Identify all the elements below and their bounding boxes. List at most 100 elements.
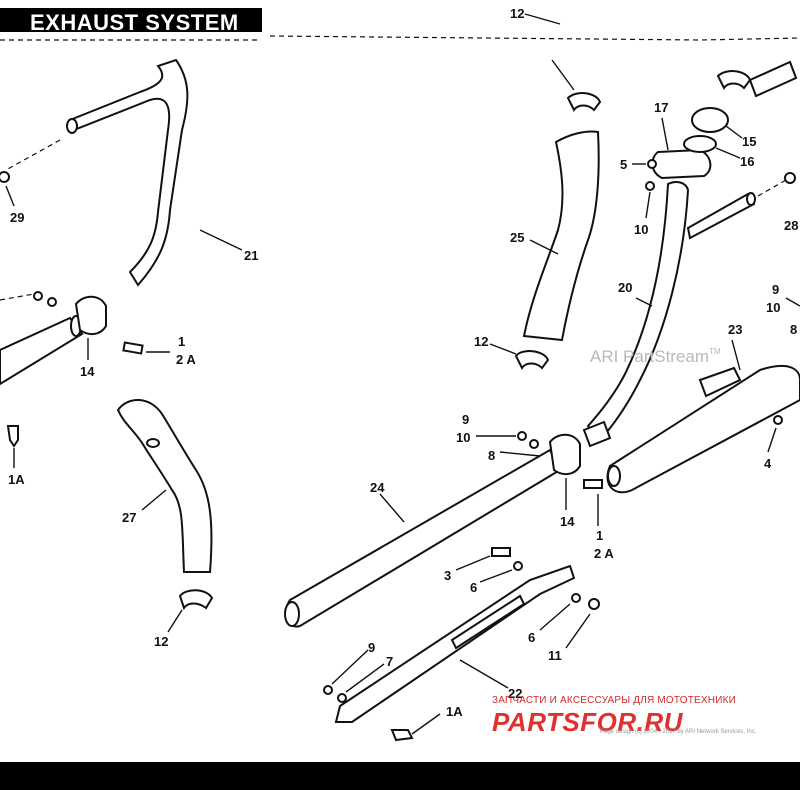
- callout-16: 16: [740, 154, 754, 169]
- part-21-header-pipe[interactable]: [68, 58, 189, 287]
- part-upper-right-clamp[interactable]: [716, 70, 752, 90]
- callout-leader-25: [529, 239, 559, 255]
- part-12-clamp-upper[interactable]: [566, 92, 602, 112]
- part-25-front-pipe[interactable]: [522, 130, 600, 342]
- callout-leader-23: [731, 339, 741, 371]
- callout-6-bottom: 6: [528, 630, 535, 645]
- callout-25: 25: [510, 230, 524, 245]
- part-20-crossbar-end: [746, 192, 756, 206]
- part-1-bolt-mid[interactable]: [583, 479, 603, 489]
- part-1-bolt-left[interactable]: [122, 341, 144, 355]
- watermark: ARI PartStreamTM: [590, 347, 721, 367]
- callout-leader-15: [725, 125, 743, 139]
- part-22-slot: [450, 594, 526, 650]
- callout-leader-10-mid: [645, 191, 651, 219]
- part-11-nut[interactable]: [588, 598, 600, 610]
- callout-6-top: 6: [470, 580, 477, 595]
- part-6-washer-top[interactable]: [513, 561, 523, 571]
- part-14-clamp-mid[interactable]: [548, 433, 581, 476]
- part-10-washer-mid2[interactable]: [529, 439, 539, 449]
- part-16-retainer[interactable]: [683, 135, 717, 153]
- callout-leader-11: [565, 613, 591, 649]
- callout-leader-16: [715, 147, 741, 159]
- part-23-bracket[interactable]: [698, 366, 742, 398]
- callout-15: 15: [742, 134, 756, 149]
- part-24-muffler-outlet: [284, 601, 300, 627]
- callout-12-bottomleft: 12: [154, 634, 168, 649]
- callout-21: 21: [244, 248, 258, 263]
- part-20-rear-header[interactable]: [586, 181, 690, 442]
- part-20-crossbar[interactable]: [686, 192, 756, 240]
- part-5-nut[interactable]: [647, 159, 657, 169]
- callout-2a-left: 2 A: [176, 352, 196, 367]
- part-10-washer-mid[interactable]: [645, 181, 655, 191]
- callout-1-left: 1: [178, 334, 185, 349]
- part-14-clamp-left[interactable]: [74, 295, 107, 336]
- part-4-nut[interactable]: [773, 415, 783, 425]
- part-15-ring[interactable]: [691, 107, 729, 133]
- part-27-port: [146, 438, 160, 448]
- part-6-washer-bottom[interactable]: [571, 593, 581, 603]
- callout-leader-20: [635, 297, 653, 307]
- callout-8-right: 8: [790, 322, 797, 337]
- bottom-bar: [0, 762, 800, 790]
- callout-23: 23: [728, 322, 742, 337]
- callout-leader-6-top: [479, 569, 513, 583]
- assembly-line-28: [757, 179, 787, 197]
- footer-tagline: ЗАПЧАСТИ И АКСЕССУАРЫ ДЛЯ МОТОТЕХНИКИ: [492, 695, 737, 706]
- callout-17: 17: [654, 100, 668, 115]
- callout-11: 11: [548, 648, 562, 663]
- diagram-title: EXHAUST SYSTEM: [0, 8, 262, 32]
- part-23-muffler-outlet: [607, 465, 621, 487]
- part-upper-right-pipe-end[interactable]: [748, 60, 798, 98]
- callout-leader-12-upper: [551, 59, 575, 91]
- callout-22: 22: [508, 686, 522, 701]
- part-12-clamp-bottomleft[interactable]: [178, 589, 214, 611]
- callout-leader-9-bottom: [331, 649, 369, 685]
- top-pipe-outline: [0, 35, 800, 41]
- callout-1-mid: 1: [596, 528, 603, 543]
- part-left-nut-a[interactable]: [33, 291, 43, 301]
- callout-14-mid: 14: [560, 514, 575, 529]
- callout-leader-9-10-right: [785, 297, 800, 307]
- callout-9-bottom: 9: [368, 640, 375, 655]
- part-7-washer[interactable]: [337, 693, 347, 703]
- footer-brand-logo[interactable]: PARTSFOR.RU: [492, 707, 683, 737]
- callout-1a-bottom: 1A: [446, 704, 463, 719]
- watermark-tm: TM: [709, 347, 721, 356]
- callout-8-mid: 8: [488, 448, 495, 463]
- callout-20: 20: [618, 280, 632, 295]
- part-29-nut[interactable]: [0, 171, 10, 183]
- part-12-clamp-middle[interactable]: [514, 350, 550, 370]
- part-left-muffler[interactable]: [0, 316, 84, 386]
- callout-10-mid2: 10: [456, 430, 470, 445]
- part-9-nut-mid[interactable]: [517, 431, 527, 441]
- part-1a-bolt-bottom[interactable]: [390, 729, 414, 742]
- part-9-nut-bottom[interactable]: [323, 685, 333, 695]
- callout-24: 24: [370, 480, 385, 495]
- assembly-line-29: [5, 139, 61, 171]
- part-27-crossover-pipe[interactable]: [116, 399, 213, 573]
- callout-leader-6-bottom: [539, 603, 571, 631]
- part-17-flange[interactable]: [651, 148, 712, 180]
- assembly-line-left-nuts: [0, 293, 35, 301]
- part-1a-bolt-left[interactable]: [6, 425, 19, 448]
- callout-27: 27: [122, 510, 136, 525]
- callout-leader-3: [455, 555, 491, 571]
- part-left-nut-b[interactable]: [47, 297, 57, 307]
- callout-1a-left: 1A: [8, 472, 25, 487]
- callout-28: 28: [784, 218, 798, 233]
- callout-leader-1a-bottom: [411, 713, 441, 735]
- callout-2a-mid: 2 A: [594, 546, 614, 561]
- watermark-text: ARI PartStream: [590, 347, 710, 366]
- part-3-bolt[interactable]: [491, 547, 511, 557]
- part-28-nut[interactable]: [784, 172, 796, 184]
- callout-29: 29: [10, 210, 24, 225]
- callout-leader-4: [767, 427, 777, 453]
- part-20-lower-end[interactable]: [582, 420, 612, 448]
- callout-10-right: 10: [766, 300, 780, 315]
- callout-leader-24: [379, 493, 405, 523]
- callout-leader-17: [661, 117, 669, 151]
